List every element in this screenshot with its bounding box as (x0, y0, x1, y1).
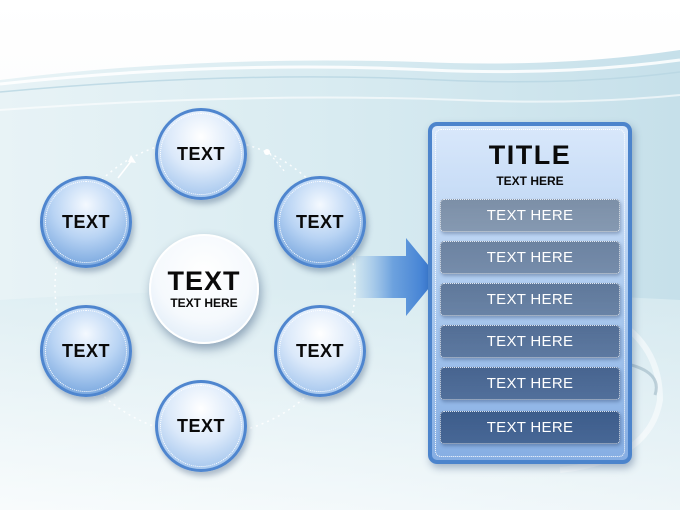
panel-row: TEXT HERE (440, 325, 620, 358)
right-arrow-icon (356, 238, 438, 316)
cycle-node-lower-left: TEXT (40, 305, 132, 397)
cycle-node-bottom: TEXT (155, 380, 247, 472)
node-label: TEXT (176, 415, 225, 436)
node-label: TEXT (295, 340, 344, 361)
cycle-node-upper-left: TEXT (40, 176, 132, 268)
panel-row: TEXT HERE (440, 367, 620, 400)
center-title: TEXT (167, 266, 241, 296)
cycle-node-top: TEXT (155, 108, 247, 200)
node-label: TEXT (61, 340, 110, 361)
panel-row: TEXT HERE (440, 241, 620, 274)
node-label: TEXT (295, 211, 344, 232)
cycle-node-lower-right: TEXT (274, 305, 366, 397)
cycle-node-upper-right: TEXT (274, 176, 366, 268)
title-panel: TITLE TEXT HERE TEXT HERE TEXT HERE TEXT… (428, 122, 632, 464)
panel-title: TITLE (488, 140, 572, 170)
panel-subtitle: TEXT HERE (496, 174, 564, 188)
panel-row: TEXT HERE (440, 199, 620, 232)
node-label: TEXT (176, 143, 225, 164)
center-subtitle: TEXT HERE (170, 296, 238, 310)
panel-row: TEXT HERE (440, 411, 620, 444)
center-node: TEXT TEXT HERE (149, 234, 259, 344)
node-label: TEXT (61, 211, 110, 232)
panel-row: TEXT HERE (440, 283, 620, 316)
